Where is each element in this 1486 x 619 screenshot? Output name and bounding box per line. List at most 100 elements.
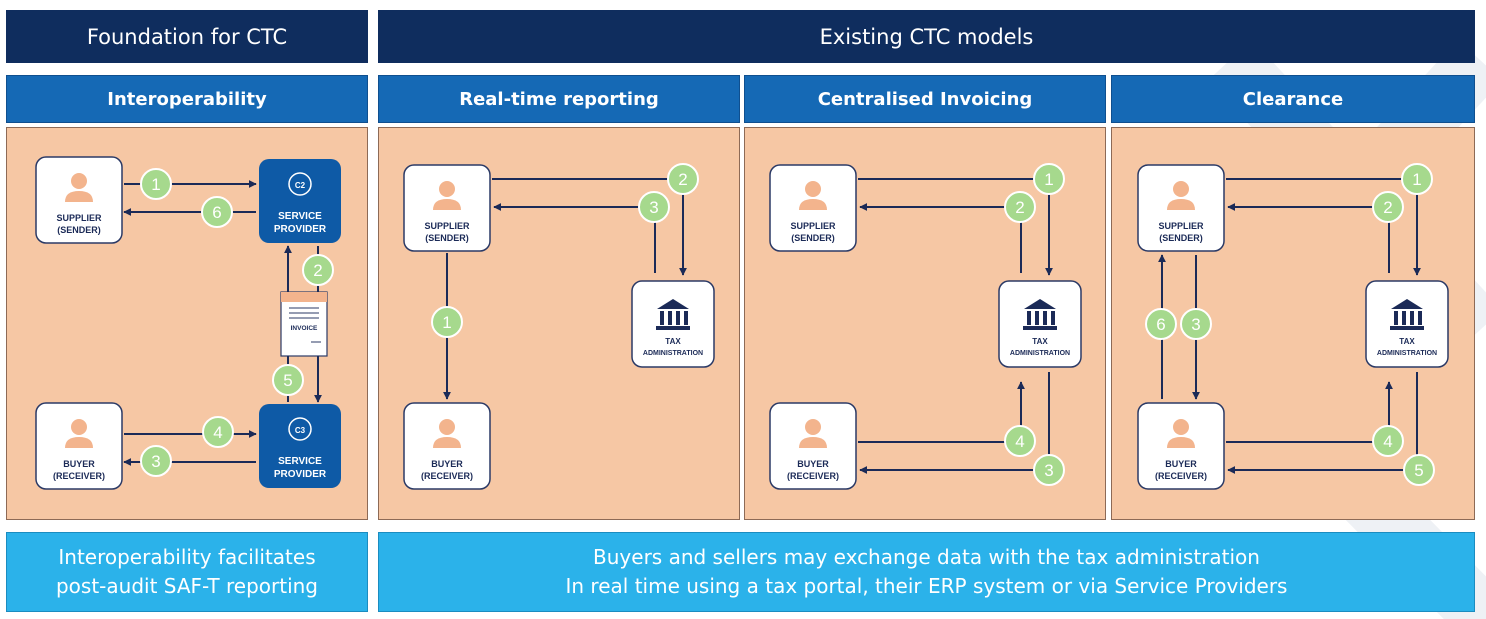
step-number: 4 bbox=[1383, 432, 1392, 451]
step-number: 4 bbox=[1015, 432, 1024, 451]
flow-arrow bbox=[858, 381, 1025, 443]
service-provider-code: C3 bbox=[295, 426, 306, 435]
step-circle bbox=[1004, 191, 1036, 223]
bank-column-icon bbox=[660, 311, 664, 325]
bank-column-icon bbox=[1051, 311, 1055, 325]
step-number: 1 bbox=[1412, 170, 1421, 189]
flow-arrow bbox=[1226, 381, 1393, 443]
tax-label-line1: TAX bbox=[1399, 337, 1415, 346]
service-provider-box bbox=[259, 159, 341, 243]
invoice-document bbox=[280, 291, 328, 357]
supplier-label-line2: (SENDER) bbox=[57, 225, 101, 235]
step-circle bbox=[272, 364, 304, 396]
person-icon bbox=[439, 181, 455, 197]
footer-foundation: Interoperability facilitates post-audit … bbox=[6, 532, 368, 612]
buyer-label-line2: (RECEIVER) bbox=[787, 471, 839, 481]
footer-existing-line1: Buyers and sellers may exchange data wit… bbox=[593, 545, 1260, 569]
step-circle bbox=[1033, 163, 1065, 195]
step-number: 2 bbox=[678, 170, 687, 189]
buyer-label-line1: BUYER bbox=[797, 459, 829, 469]
step-number: 2 bbox=[1383, 198, 1392, 217]
bank-column-icon bbox=[1043, 311, 1047, 325]
bank-base-icon bbox=[656, 326, 690, 330]
step-number: 1 bbox=[442, 313, 451, 332]
buyer-label-line2: (RECEIVER) bbox=[1155, 471, 1207, 481]
step-number: 6 bbox=[212, 203, 221, 222]
step-circle bbox=[302, 254, 334, 286]
step-number: 4 bbox=[213, 423, 222, 442]
person-icon bbox=[439, 419, 455, 435]
supplier-label-line1: SUPPLIER bbox=[790, 221, 836, 231]
invoice-header-band bbox=[281, 292, 327, 302]
person-icon bbox=[805, 419, 821, 435]
buyer-label-line1: BUYER bbox=[1165, 459, 1197, 469]
step-circle bbox=[1145, 308, 1177, 340]
service-provider-label-line1: SERVICE bbox=[278, 456, 322, 467]
step-number: 2 bbox=[313, 261, 322, 280]
person-icon bbox=[1173, 181, 1189, 197]
bank-column-icon bbox=[684, 311, 688, 325]
bank-column-icon bbox=[1027, 311, 1031, 325]
supplier-label-line1: SUPPLIER bbox=[56, 213, 102, 223]
person-body-icon bbox=[65, 191, 93, 202]
step-circle bbox=[638, 191, 670, 223]
buyer-label-line2: (RECEIVER) bbox=[421, 471, 473, 481]
tax-label-line2: ADMINISTRATION bbox=[1010, 350, 1070, 357]
person-body-icon bbox=[1167, 199, 1195, 210]
person-body-icon bbox=[1167, 437, 1195, 448]
supplier-label-line2: (SENDER) bbox=[1159, 233, 1203, 243]
bank-column-icon bbox=[1394, 311, 1398, 325]
person-icon bbox=[71, 173, 87, 189]
person-body-icon bbox=[433, 199, 461, 210]
person-body-icon bbox=[433, 437, 461, 448]
step-circle bbox=[140, 168, 172, 200]
step-circle bbox=[202, 416, 234, 448]
person-icon bbox=[71, 419, 87, 435]
step-circle bbox=[201, 196, 233, 228]
buyer-label-line1: BUYER bbox=[63, 459, 95, 469]
tax-administration-box bbox=[631, 280, 715, 368]
step-circle bbox=[1372, 191, 1404, 223]
step-circle bbox=[1401, 163, 1433, 195]
buyer-label-line2: (RECEIVER) bbox=[53, 471, 105, 481]
footer-foundation-line2: post-audit SAF-T reporting bbox=[55, 574, 318, 598]
footer-existing-models: Buyers and sellers may exchange data wit… bbox=[378, 532, 1475, 612]
step-circle bbox=[1180, 308, 1212, 340]
step-number: 1 bbox=[1044, 170, 1053, 189]
step-circle bbox=[1033, 454, 1065, 486]
flow-arrow bbox=[493, 203, 656, 273]
column-title-real-time-reporting: Real-time reporting bbox=[378, 75, 740, 123]
supplier-label-line2: (SENDER) bbox=[791, 233, 835, 243]
tax-label-line2: ADMINISTRATION bbox=[1377, 350, 1437, 357]
step-circle bbox=[667, 163, 699, 195]
flow-arrow bbox=[859, 203, 1022, 273]
column-title-interoperability: Interoperability bbox=[6, 75, 368, 123]
supplier-label-line1: SUPPLIER bbox=[1158, 221, 1204, 231]
person-body-icon bbox=[799, 437, 827, 448]
step-circle bbox=[1372, 425, 1404, 457]
step-number: 5 bbox=[283, 371, 292, 390]
bank-column-icon bbox=[1402, 311, 1406, 325]
tax-label-line1: TAX bbox=[1032, 337, 1048, 346]
service-provider-code: C2 bbox=[295, 181, 306, 190]
service-provider-label-line1: SERVICE bbox=[278, 211, 322, 222]
step-number: 6 bbox=[1156, 315, 1165, 334]
person-icon bbox=[805, 181, 821, 197]
service-provider-label-line2: PROVIDER bbox=[274, 469, 327, 480]
tax-label-line2: ADMINISTRATION bbox=[643, 350, 703, 357]
supplier-label-line2: (SENDER) bbox=[425, 233, 469, 243]
bank-column-icon bbox=[1035, 311, 1039, 325]
footer-foundation-line1: Interoperability facilitates bbox=[58, 545, 316, 569]
column-title-clearance: Clearance bbox=[1111, 75, 1475, 123]
service-provider-label-line2: PROVIDER bbox=[274, 224, 327, 235]
bank-column-icon bbox=[668, 311, 672, 325]
flow-arrow bbox=[1227, 203, 1390, 273]
tax-administration-box bbox=[998, 280, 1082, 368]
invoice-label: INVOICE bbox=[291, 325, 318, 332]
column-title-centralised-invoicing: Centralised Invoicing bbox=[744, 75, 1106, 123]
service-provider-icon bbox=[288, 417, 312, 441]
step-number: 1 bbox=[151, 175, 160, 194]
step-circle bbox=[140, 445, 172, 477]
step-number: 5 bbox=[1414, 461, 1423, 480]
